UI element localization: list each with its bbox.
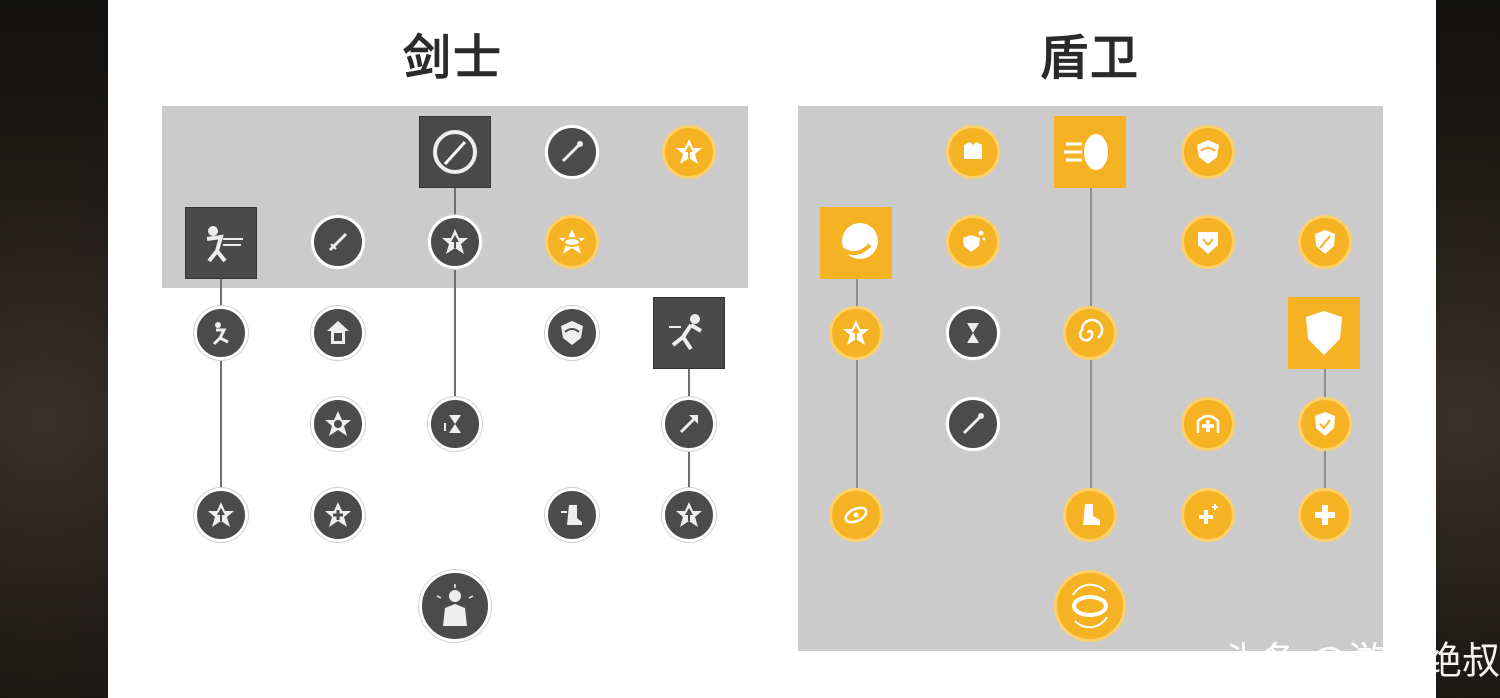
hourglass-down-icon[interactable] — [428, 397, 482, 451]
dash-strike-icon[interactable] — [185, 207, 257, 279]
shield-spin-icon[interactable] — [1054, 570, 1126, 642]
shieldguard-title: 盾卫 — [1039, 30, 1140, 86]
burst-plus-icon[interactable] — [311, 488, 365, 542]
shield-swirl-icon[interactable] — [1181, 125, 1235, 179]
great-shield-icon[interactable] — [1288, 297, 1360, 369]
power-up-icon[interactable] — [428, 215, 482, 269]
plus-sparkle-icon[interactable] — [1181, 488, 1235, 542]
heal-cross-icon[interactable] — [1181, 397, 1235, 451]
power-up-icon[interactable] — [194, 488, 248, 542]
whirlwind-icon[interactable] — [1063, 306, 1117, 360]
orbit-icon[interactable] — [829, 488, 883, 542]
hourglass-icon[interactable] — [946, 306, 1000, 360]
power-up-icon[interactable] — [662, 488, 716, 542]
spin-slash-icon[interactable] — [419, 116, 491, 188]
boot-speed-icon[interactable] — [545, 488, 599, 542]
arrow-up-right-icon[interactable] — [662, 397, 716, 451]
shieldguard-link — [856, 278, 858, 516]
background-left — [0, 0, 108, 698]
armor-chest-icon[interactable] — [946, 125, 1000, 179]
swordsman-link — [454, 268, 456, 426]
sword-sparkle-icon[interactable] — [946, 397, 1000, 451]
swordsman-link — [454, 186, 456, 242]
power-up-icon[interactable] — [829, 306, 883, 360]
boot-up-icon[interactable] — [311, 306, 365, 360]
shield-swirl-icon[interactable] — [545, 306, 599, 360]
shield-sparkle-icon[interactable] — [946, 215, 1000, 269]
watermark: 头条 @游戏绝叔 — [1120, 630, 1500, 698]
kick-icon[interactable] — [194, 306, 248, 360]
sword-sparkle-icon[interactable] — [545, 125, 599, 179]
shield-slash-icon[interactable] — [1298, 215, 1352, 269]
plus-cross-icon[interactable] — [1298, 488, 1352, 542]
sword-thrust-icon[interactable] — [311, 215, 365, 269]
shield-bash-icon[interactable] — [820, 207, 892, 279]
watermark-text: 头条 @游戏绝叔 — [1221, 639, 1500, 683]
burst-up-icon[interactable] — [662, 125, 716, 179]
shield-rush-icon[interactable] — [1054, 116, 1126, 188]
burst-cog-icon[interactable] — [311, 397, 365, 451]
swordsman-link — [220, 278, 222, 516]
swordsman-title: 剑士 — [402, 30, 503, 86]
shield-down-icon[interactable] — [1181, 215, 1235, 269]
boot-kick-icon[interactable] — [1063, 488, 1117, 542]
leap-slash-icon[interactable] — [653, 297, 725, 369]
sun-ring-icon[interactable] — [545, 215, 599, 269]
shield-check-icon[interactable] — [1298, 397, 1352, 451]
warrior-roar-icon[interactable] — [419, 570, 491, 642]
background-right — [1436, 0, 1500, 698]
